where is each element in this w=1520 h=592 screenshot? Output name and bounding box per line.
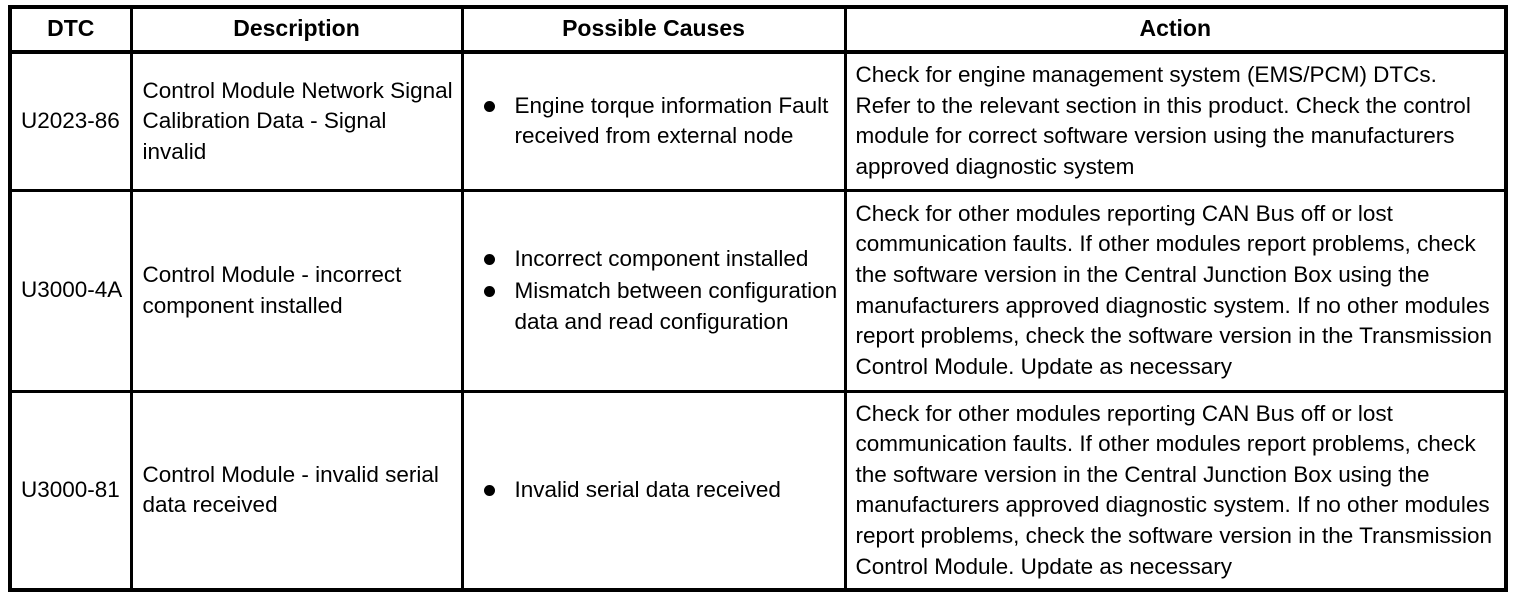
table-row: U3000-81 Control Module - invalid serial… — [10, 391, 1506, 591]
document-page: DTC Description Possible Causes Action U… — [8, 5, 1508, 592]
bullet-icon — [483, 100, 495, 112]
cell-possible-causes: Incorrect component installed Mismatch b… — [462, 190, 847, 393]
table-row: U2023-86 Control Module Network Signal C… — [10, 52, 1506, 192]
description-text: Control Module Network Signal Calibratio… — [142, 77, 453, 164]
cell-description: Control Module Network Signal Calibratio… — [131, 52, 464, 192]
column-header-possible-causes: Possible Causes — [462, 7, 847, 55]
cell-dtc: U3000-81 — [10, 391, 133, 591]
list-item: Mismatch between configuration data and … — [482, 276, 838, 337]
cell-description: Control Module - invalid serial data rec… — [131, 391, 464, 591]
cause-text: Invalid serial data received — [514, 477, 781, 503]
header-row: DTC Description Possible Causes Action — [10, 7, 1506, 55]
cell-dtc: U2023-86 — [10, 52, 133, 192]
dtc-diagnostic-table: DTC Description Possible Causes Action U… — [8, 5, 1508, 592]
bullet-icon — [483, 286, 495, 298]
cell-action: Check for other modules reporting CAN Bu… — [845, 190, 1506, 393]
possible-causes-list: Incorrect component installed Mismatch b… — [482, 244, 838, 338]
possible-causes-list: Engine torque information Fault received… — [482, 91, 838, 152]
list-item: Engine torque information Fault received… — [482, 91, 838, 152]
cell-description: Control Module - incorrect component ins… — [131, 190, 464, 393]
column-header-dtc: DTC — [10, 7, 133, 55]
cell-dtc: U3000-4A — [10, 190, 133, 393]
table-header: DTC Description Possible Causes Action — [10, 7, 1506, 55]
action-text: Check for other modules reporting CAN Bu… — [855, 400, 1493, 579]
cell-possible-causes: Engine torque information Fault received… — [462, 52, 847, 192]
cause-text: Mismatch between configuration data and … — [514, 278, 838, 334]
list-item: Incorrect component installed — [482, 244, 838, 275]
cell-action: Check for engine management system (EMS/… — [845, 52, 1506, 192]
bullet-icon — [483, 485, 495, 497]
table-row: U3000-4A Control Module - incorrect comp… — [10, 190, 1506, 393]
cause-text: Engine torque information Fault received… — [514, 92, 829, 149]
cause-text: Incorrect component installed — [514, 245, 809, 271]
list-item: Invalid serial data received — [482, 475, 838, 506]
description-text: Control Module - invalid serial data rec… — [142, 461, 439, 518]
action-text: Check for other modules reporting CAN Bu… — [855, 200, 1493, 379]
cell-action: Check for other modules reporting CAN Bu… — [845, 391, 1506, 590]
bullet-icon — [483, 253, 495, 265]
possible-causes-list: Invalid serial data received — [482, 475, 838, 506]
description-text: Control Module - incorrect component ins… — [142, 262, 402, 318]
column-header-description: Description — [131, 7, 464, 55]
column-header-action: Action — [845, 7, 1506, 55]
cell-possible-causes: Invalid serial data received — [462, 391, 847, 591]
table-body: U2023-86 Control Module Network Signal C… — [10, 52, 1506, 591]
action-text: Check for engine management system (EMS/… — [855, 62, 1471, 180]
